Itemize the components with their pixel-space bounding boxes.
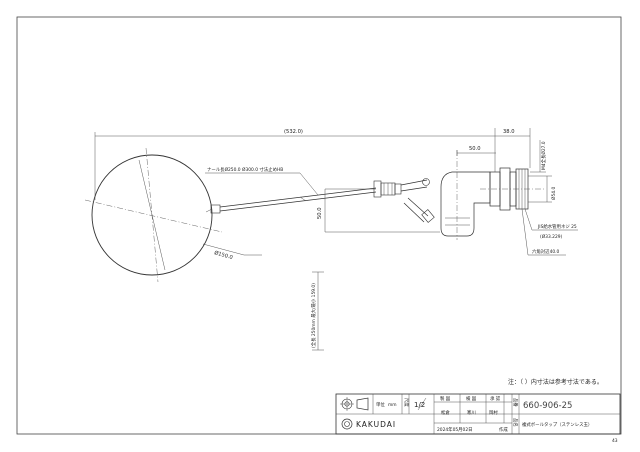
- brand-logo-icon: [341, 418, 353, 430]
- thread-top-label: M4全長Ø27.0: [540, 141, 547, 170]
- scale-label: 尺度: [403, 398, 410, 407]
- jis-label: JIS給水管用ネジ 25: [537, 223, 577, 230]
- chain-length-dimension: [312, 271, 324, 351]
- unit-value: mm: [388, 403, 397, 408]
- float-ball: [84, 147, 223, 283]
- unit-label: 単位: [376, 401, 385, 408]
- role-label-drafter: 製 図: [440, 395, 451, 402]
- body-width-label: 50.0: [469, 146, 481, 152]
- scale-value: 1/2: [414, 401, 425, 409]
- rod-adjuster-nut: [373, 180, 402, 198]
- thread-dimension: [528, 140, 552, 203]
- page-number: 43: [612, 438, 618, 444]
- role-label-approver: 承 認: [490, 395, 501, 402]
- valve-body: [440, 150, 491, 240]
- drawing-date: 2024年05月02日: [437, 426, 473, 433]
- name-approver: 岡村: [489, 409, 498, 416]
- float-drop-dimension: [324, 188, 440, 233]
- part-no-label: 品番: [512, 398, 519, 407]
- drawing-date-suffix: 作成: [499, 426, 508, 433]
- projection-symbol-icon: [340, 397, 369, 411]
- jis-leader: [524, 208, 578, 231]
- thread-diameter-label: Ø54.0: [550, 187, 557, 200]
- overall-length-label: (532.0): [284, 129, 303, 135]
- role-label-checker: 検 図: [466, 395, 477, 402]
- float-diameter-label: Ø150.0: [213, 249, 233, 261]
- chain-length-label: (全長 250mm 最大/最小 159.0): [310, 283, 317, 348]
- hex-label: 六角対辺40.0: [532, 248, 560, 255]
- float-fitting: [205, 204, 221, 214]
- body-width-dimension: [456, 150, 496, 156]
- float-dimension-leader: [202, 243, 262, 256]
- hex-leader: [521, 208, 566, 256]
- right-offset-label: 38.0: [503, 129, 515, 135]
- reference-note: 注：（ ）内寸法は参考寸法である。: [508, 378, 603, 386]
- name-drafter: 松倉: [441, 409, 450, 416]
- sheet-border: [16, 16, 622, 435]
- lever-arm: [400, 178, 435, 223]
- overall-length-dimension: [94, 128, 531, 200]
- rod-label-leader: [205, 172, 319, 196]
- float-rod: [219, 187, 377, 212]
- float-drop-label: 50.0: [317, 207, 323, 219]
- part-number: 660-906-25: [523, 401, 572, 411]
- part-name-label: 品名: [512, 418, 519, 427]
- title-block: [335, 393, 621, 435]
- brand-name: KAKUDAI: [356, 420, 396, 429]
- name-checker: 寒川: [467, 409, 476, 416]
- part-name: 複式ボールタップ（ステンレス玉）: [522, 421, 592, 428]
- jis-sub-label: (Ø33.229): [540, 233, 563, 240]
- rod-label: ナール長Ø250.0 Ø300.0 寸法止めHB: [207, 166, 283, 173]
